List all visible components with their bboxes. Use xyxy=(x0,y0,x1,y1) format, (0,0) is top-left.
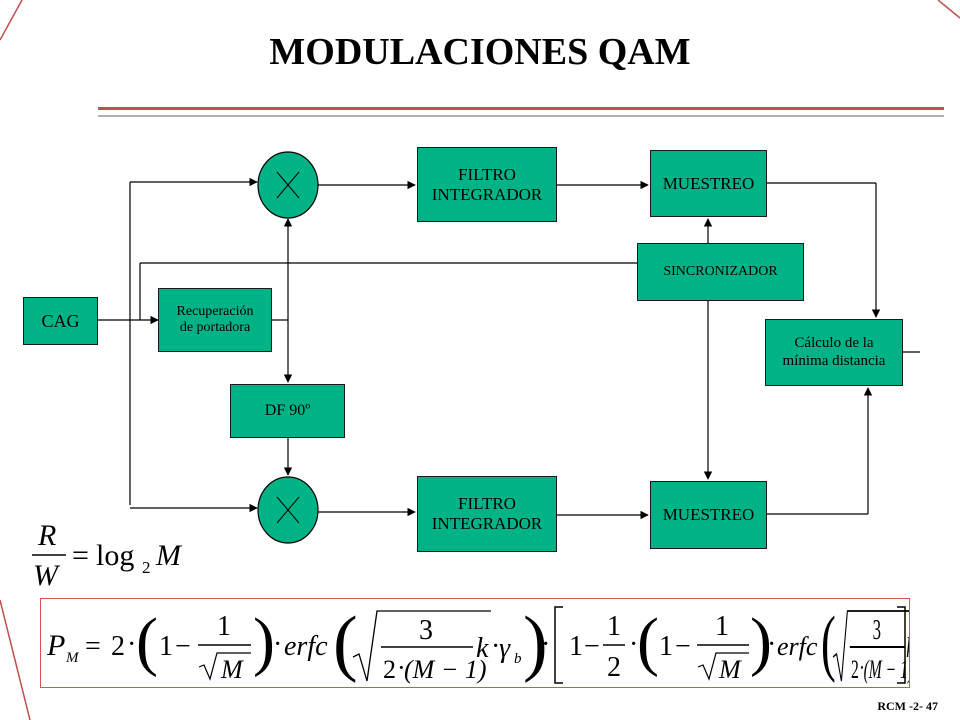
pm-paren-close-2: ) xyxy=(523,602,548,684)
pm-half-num: 1 xyxy=(607,611,621,642)
pm-frac2-den: (M − 1) xyxy=(404,655,487,684)
cag-block: CAG xyxy=(23,297,98,345)
pm-equals: = xyxy=(85,631,101,662)
slide-footer: RCM -2- 47 xyxy=(877,699,938,713)
pm-dot-1: · xyxy=(127,629,136,660)
recuperacion-portadora-block: Recuperación de portadora xyxy=(158,288,272,352)
pm-minus-2: − xyxy=(584,631,600,662)
pm-lhs: P xyxy=(46,629,65,662)
df90-block: DF 90º xyxy=(230,384,345,438)
calculo-minima-distancia-block: Cálculo de la mínima distancia xyxy=(765,319,903,386)
rate-numerator: R xyxy=(37,519,56,552)
pm-gamma-sub-1: b xyxy=(514,651,522,667)
rate-denominator: W xyxy=(33,559,61,590)
pm-dot-5: · xyxy=(629,629,638,660)
pm-dot-6: · xyxy=(767,629,776,660)
muestreo-top-block: MUESTREO xyxy=(650,150,767,217)
pm-one-3: 1 xyxy=(659,631,673,662)
pm-half-den: 2 xyxy=(607,652,621,683)
pm-gamma-1: γ xyxy=(499,633,511,664)
sincronizador-block: SINCRONIZADOR xyxy=(637,243,804,301)
pm-coef: 2 xyxy=(111,631,125,662)
pm-paren-close-1: ) xyxy=(253,605,275,678)
pm-frac3-num: 1 xyxy=(715,611,729,642)
pm-frac2-two: 2 xyxy=(383,655,396,684)
pm-erfc-2: erfc xyxy=(777,632,818,661)
pm-minus-1: − xyxy=(175,631,191,662)
pm-paren-close-3: ) xyxy=(750,605,772,678)
pm-dot-3: · xyxy=(491,631,500,662)
mixer-bottom xyxy=(257,476,319,544)
error-probability-formula-box: P M = 2 · ( 1 − 1 M ) · erfc ( 3 2 · (M … xyxy=(40,598,910,688)
pm-frac1-num: 1 xyxy=(217,611,231,642)
pm-dot-4: · xyxy=(541,629,550,660)
pm-frac3-sqrtM: M xyxy=(718,655,742,684)
slide-title: MODULACIONES QAM xyxy=(269,31,691,73)
pm-lhs-sub: M xyxy=(65,650,80,666)
title-rule-gray xyxy=(98,115,944,117)
rate-log-base: 2 xyxy=(142,558,151,577)
pm-frac4-two: 2 xyxy=(851,655,859,684)
pm-frac2-dot: · xyxy=(397,653,406,682)
rate-log-arg: M xyxy=(155,539,183,572)
pm-paren-open-2: ( xyxy=(333,602,358,684)
pm-paren-open-3: ( xyxy=(637,605,659,678)
pm-frac1-sqrtM: M xyxy=(220,655,244,684)
pm-k-1: k xyxy=(476,633,489,664)
pm-frac4-den: (M − 1) xyxy=(864,655,909,684)
error-probability-formula: P M = 2 · ( 1 − 1 M ) · erfc ( 3 2 · (M … xyxy=(46,602,909,684)
pm-one-1: 1 xyxy=(159,631,173,662)
muestreo-bottom-block: MUESTREO xyxy=(650,481,767,549)
filtro-integrador-top-block: FILTRO INTEGRADOR xyxy=(417,147,557,222)
pm-erfc-1: erfc xyxy=(284,631,328,662)
rate-log: log xyxy=(96,539,134,572)
pm-paren-open-1: ( xyxy=(136,605,158,678)
pm-minus-3: − xyxy=(675,631,691,662)
pm-frac4-num: 3 xyxy=(873,614,881,646)
pm-k-2: k xyxy=(906,632,909,664)
pm-frac2-num: 3 xyxy=(419,615,433,646)
pm-frac4-dot: · xyxy=(859,653,864,682)
pm-dot-2: · xyxy=(273,629,282,660)
pm-paren-open-4: ( xyxy=(821,603,836,684)
rate-equals: = xyxy=(72,539,89,572)
pm-one-2: 1 xyxy=(569,631,583,662)
title-rule-red xyxy=(98,107,944,110)
mixer-top xyxy=(257,151,319,219)
filtro-integrador-bottom-block: FILTRO INTEGRADOR xyxy=(417,476,557,552)
rate-equation: R W = log 2 M xyxy=(32,519,183,590)
